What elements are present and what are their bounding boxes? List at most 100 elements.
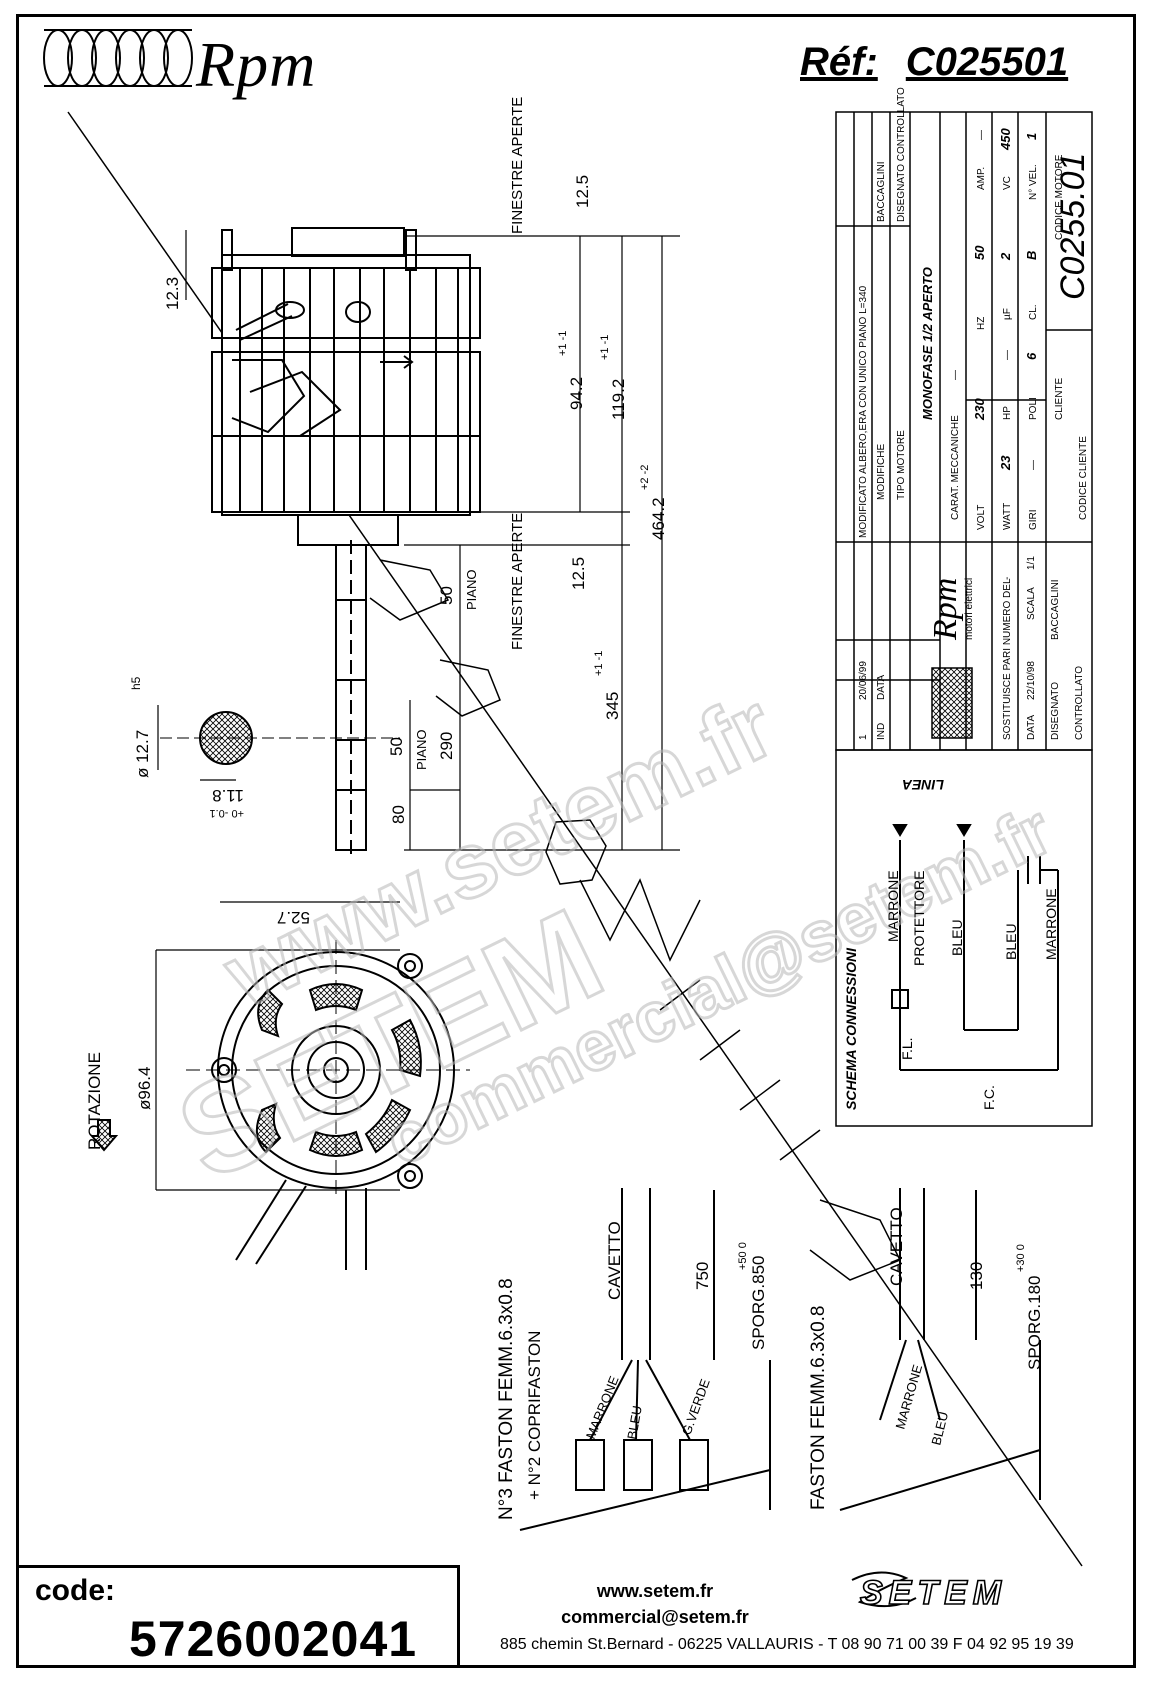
dim-119-2: 119.2 bbox=[609, 379, 628, 420]
tb-ind: IND bbox=[876, 723, 887, 740]
wire-gverde: G.VERDE bbox=[679, 1377, 713, 1437]
tb-cliente-label: CLIENTE bbox=[1054, 377, 1065, 420]
schema-title: SCHEMA CONNESSIONI bbox=[843, 947, 859, 1110]
schema-bleu-2: BLEU bbox=[1003, 923, 1019, 960]
tb-amp-label: AMP. bbox=[976, 167, 987, 190]
faston-left-2: + N°2 COPRIFASTON bbox=[525, 1331, 544, 1500]
tb-scala-value: 1/1 bbox=[1026, 556, 1037, 570]
dim-119-2-tol: +1 -1 bbox=[599, 335, 611, 360]
schema-texts: SCHEMA CONNESSIONI LINEA MARRONE PROTETT… bbox=[843, 777, 1059, 1110]
rpm-coil-logo bbox=[43, 29, 193, 87]
tb-watt-label: WATT bbox=[1002, 503, 1013, 530]
piano-mid-label: PIANO bbox=[414, 730, 429, 770]
piano-top-label: PIANO bbox=[464, 570, 479, 610]
tb-controllato-label: CONTROLLATO bbox=[1074, 666, 1085, 740]
schema-fc: F.C. bbox=[981, 1085, 997, 1110]
rotation-arrow-icon bbox=[89, 1119, 119, 1152]
faston-right: FASTON FEMM.6.3x0.8 bbox=[808, 1306, 829, 1510]
shaft-section bbox=[160, 711, 400, 765]
tb-watt-value: 23 bbox=[998, 455, 1013, 471]
cable-right bbox=[839, 1188, 1041, 1511]
tb-poli-value: 6 bbox=[1024, 352, 1039, 360]
dim-345: 345 bbox=[603, 692, 622, 720]
faston-left-1: N°3 FASTON FEMM.6.3x0.8 bbox=[496, 1278, 517, 1520]
dim-290: 290 bbox=[437, 732, 456, 760]
finestre-aperte-top: FINESTRE APERTE bbox=[509, 97, 526, 234]
tb-modifica: MODIFICATO ALBERO,ERA CON UNICO PIANO L=… bbox=[858, 285, 869, 538]
code-label: code: bbox=[35, 1574, 116, 1607]
tb-baccaglini: BACCAGLINI bbox=[876, 161, 887, 222]
schema-linea: LINEA bbox=[902, 777, 944, 793]
setem-logo-text: SETEM bbox=[859, 1573, 1008, 1613]
dim-12-3: 12.3 bbox=[163, 277, 182, 310]
schema-fl: F.L. bbox=[899, 1037, 915, 1060]
dim-shaft-tol: h5 bbox=[129, 676, 143, 690]
tb-uf-label: µF bbox=[1002, 308, 1013, 320]
dim-12-5-top: 12.5 bbox=[573, 175, 592, 208]
title-block-texts: MODIFICATO ALBERO,ERA CON UNICO PIANO L=… bbox=[858, 87, 1092, 740]
dimension-texts: 12.5 12.3 94.2 +1 -1 119.2 +1 -1 464.2 +… bbox=[129, 175, 1044, 1370]
diagonal-symbols bbox=[369, 559, 902, 1281]
cavetto-right: CAVETTO bbox=[887, 1207, 906, 1286]
wiring-schema bbox=[891, 824, 1059, 1071]
dim-50-top: 50 bbox=[437, 586, 456, 605]
dim-345-tol: +1 -1 bbox=[593, 651, 605, 676]
tb-data-label: DATA bbox=[1026, 714, 1037, 740]
tb-poli-label: POLI bbox=[1028, 397, 1039, 420]
code-box: code: 5726002041 bbox=[16, 1565, 460, 1668]
tb-giri-label: GIRI bbox=[1028, 509, 1039, 530]
tb-sostituisce: SOSTITUISCE PARI NUMERO DEL bbox=[1002, 578, 1013, 740]
tb-uf-value: 2 bbox=[998, 252, 1013, 261]
tb-hz-label: HZ bbox=[976, 317, 987, 330]
tb-vc-value: 450 bbox=[998, 128, 1013, 151]
drawing-labels: FINESTRE APERTE FINESTRE APERTE ROTAZION… bbox=[85, 97, 951, 1520]
tb-scala-label: SCALA bbox=[1026, 587, 1037, 620]
motor-front-view bbox=[186, 940, 470, 1270]
tb-disegnato-value: BACCAGLINI bbox=[1050, 579, 1061, 640]
motor-side-view bbox=[211, 227, 481, 546]
cavetto-left: CAVETTO bbox=[605, 1221, 624, 1300]
cable-left bbox=[519, 1188, 771, 1531]
tb-giri-value: — bbox=[1028, 460, 1039, 470]
dim-464-2-tol: +2 -2 bbox=[639, 465, 651, 490]
tb-nvel-value: 1 bbox=[1024, 133, 1039, 140]
email-link[interactable]: commercial@setem.fr bbox=[561, 1607, 749, 1627]
tb-tipo-motore-label: TIPO MOTORE bbox=[896, 430, 907, 500]
schema-bleu-1: BLEU bbox=[949, 919, 965, 956]
tb-codice-motore-value: C0255.01 bbox=[1054, 153, 1092, 300]
tb-company: Rpm bbox=[927, 578, 964, 641]
tb-carat-label: CARAT. MECCANICHE bbox=[950, 415, 961, 520]
dim-shaft-diam: ø 12.7 bbox=[133, 730, 152, 778]
code-value: 5726002041 bbox=[129, 1611, 418, 1667]
dim-850: SPORG.850 bbox=[749, 1256, 768, 1351]
dim-180-tol: +30 0 bbox=[1015, 1244, 1027, 1272]
tb-carat-value: — bbox=[950, 370, 961, 380]
schema-marrone: MARRONE bbox=[885, 870, 901, 942]
brand-logo-text: Rpm bbox=[196, 29, 317, 100]
dim-flat: 11.8 bbox=[212, 786, 244, 805]
dim-50-mid: 50 bbox=[387, 737, 406, 756]
ref-label: Réf: bbox=[800, 40, 878, 84]
tb-cl-label: CL. bbox=[1028, 304, 1039, 320]
wire-bleu-right: BLEU bbox=[928, 1410, 951, 1447]
dim-464-2: 464.2 bbox=[649, 497, 668, 540]
tb-sostituisce-value: - bbox=[1002, 577, 1013, 580]
tb-nvel-label: N° VEL. bbox=[1028, 164, 1039, 200]
tb-volt-label: VOLT bbox=[976, 505, 987, 530]
dim-750: 750 bbox=[693, 1262, 712, 1290]
dim-80: 80 bbox=[389, 805, 408, 824]
contact-info: www.setem.fr commercial@setem.fr bbox=[520, 1578, 790, 1630]
tb-modifiche: MODIFICHE bbox=[876, 444, 887, 500]
dimension-lines bbox=[155, 230, 680, 1191]
website-link[interactable]: www.setem.fr bbox=[596, 1581, 714, 1601]
company-address: 885 chemin St.Bernard - 06225 VALLAURIS … bbox=[500, 1636, 1074, 1653]
tb-disegnato-controllato: DISEGNATO CONTROLLATO bbox=[896, 87, 907, 222]
tb-codice-cliente-label: CODICE CLIENTE bbox=[1078, 436, 1089, 520]
dim-130: 130 bbox=[967, 1262, 986, 1290]
wire-marrone-right: MARRONE bbox=[892, 1363, 925, 1431]
setem-swoosh-icon bbox=[851, 1571, 917, 1608]
tb-disegnato-label: DISEGNATO bbox=[1050, 682, 1061, 740]
tb-amp-value: — bbox=[976, 130, 987, 140]
tb-data: DATA bbox=[876, 674, 887, 700]
tb-cl-value: B bbox=[1024, 251, 1039, 260]
